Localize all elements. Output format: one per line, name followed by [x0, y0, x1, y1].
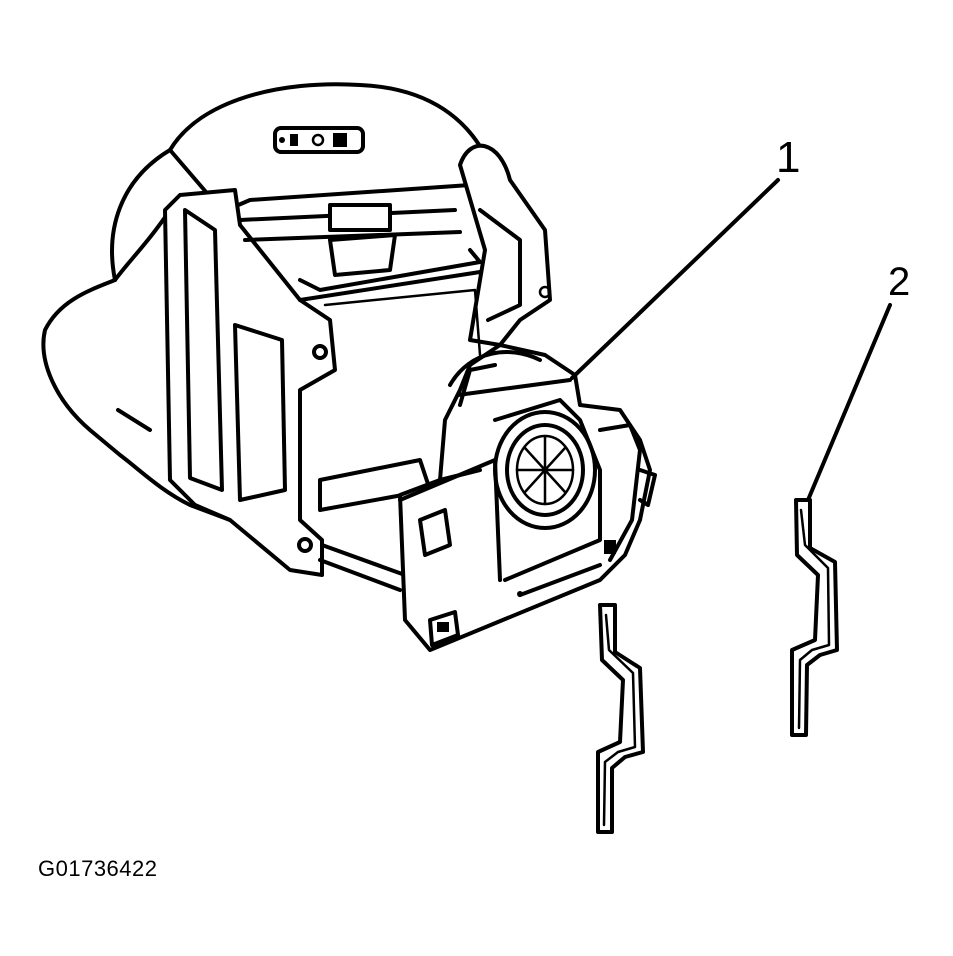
- leader-line-1: [570, 178, 780, 380]
- seat-back-cushion: [41, 82, 527, 522]
- blower-housing-assembly: [398, 343, 657, 652]
- seat-frame: [163, 143, 552, 592]
- figure-code: G01736422: [38, 856, 158, 881]
- callout-label-2: 2: [888, 260, 911, 304]
- bracket-right: [790, 498, 839, 737]
- callout-label-1: 1: [776, 133, 801, 182]
- bracket-left: [596, 603, 645, 834]
- leader-line-2: [806, 303, 892, 502]
